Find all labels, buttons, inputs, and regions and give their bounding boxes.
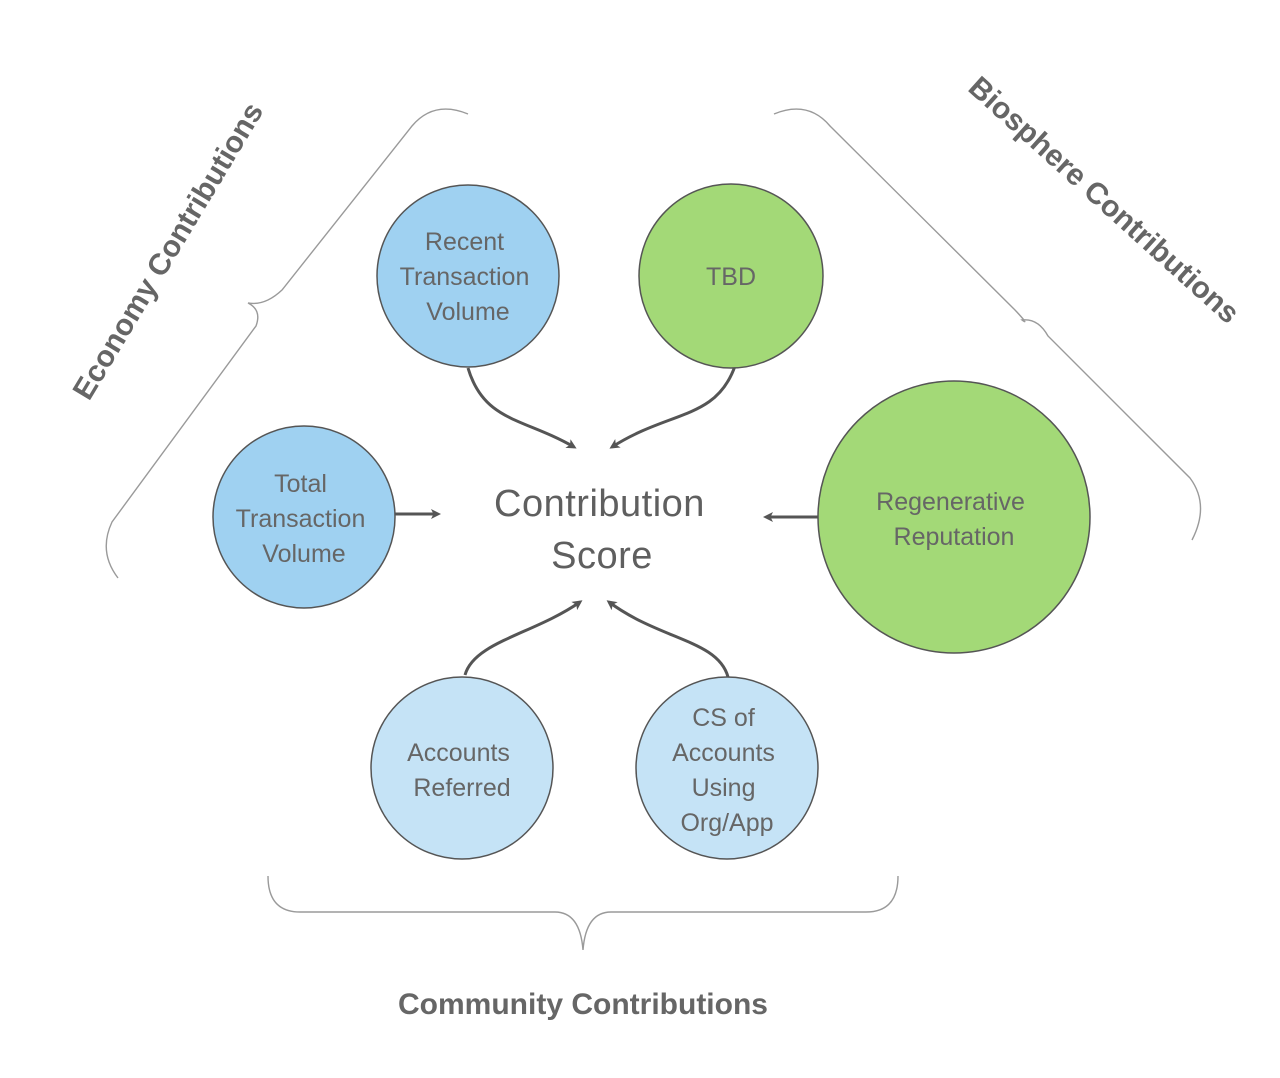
accounts-referred-circle <box>370 676 554 860</box>
contribution-score-label: Contribution Score <box>494 483 716 577</box>
economy-contributions-label: Economy Contributions <box>67 97 270 405</box>
accounts-referred-label: Accounts Referred <box>407 739 517 802</box>
regenerative-reputation-circle <box>817 380 1091 654</box>
regenerative-reputation-label: Regenerative Reputation <box>876 488 1032 551</box>
recent-transaction-volume-circle <box>376 184 560 368</box>
arrow-tbd-to-score <box>609 365 737 449</box>
arrow-cs-to-score <box>606 600 730 678</box>
cs-of-accounts-circle <box>635 676 819 860</box>
recent-transaction-volume-label: Recent Transaction Volume <box>400 228 537 326</box>
community-contributions-label: Community Contributions <box>398 988 768 1021</box>
tbd-circle <box>638 183 824 369</box>
total-transaction-volume-label: Total Transaction Volume <box>236 470 373 568</box>
biosphere-contributions-label: Biosphere Contributions <box>962 70 1245 330</box>
biosphere-brace <box>773 108 1202 541</box>
total-transaction-volume-circle <box>212 425 396 609</box>
community-brace <box>267 875 899 951</box>
economy-brace <box>105 108 469 579</box>
tbd-label: TBD <box>706 263 756 291</box>
cs-of-accounts-label: CS of Accounts Using Org/App <box>672 704 782 837</box>
arrow-recent-to-score <box>466 367 577 449</box>
arrow-referred-to-score <box>463 600 583 676</box>
